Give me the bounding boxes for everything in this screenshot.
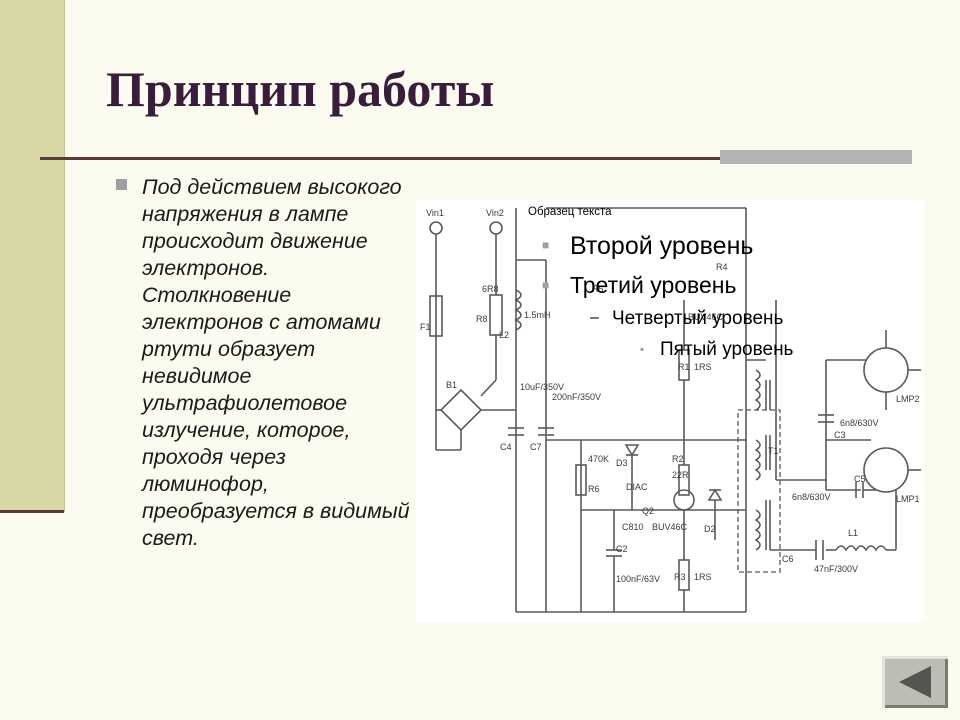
label-c810: C810	[622, 522, 644, 532]
left-decor-bar	[0, 0, 65, 512]
label-c4-val: 10uF/350V	[520, 382, 564, 392]
placeholder-level-2: ■ Второй уровень	[542, 232, 906, 261]
label-c3-val: 6n8/630V	[840, 418, 879, 428]
label-l1: L1	[848, 528, 858, 538]
back-navigation-button[interactable]	[882, 656, 948, 708]
circuit-diagram: Vin1 Vin2 F1 R8 6R8 L2 1.5mH B1 C4 10uF/…	[416, 200, 924, 622]
bullet-square-icon: ■	[542, 278, 550, 292]
placeholder-level-3: ■ Третий уровень	[542, 272, 906, 299]
label-b1: B1	[446, 380, 457, 390]
label-l2-val: 1.5mH	[524, 310, 551, 320]
label-c3: C3	[834, 430, 846, 440]
label-t1: T1	[768, 446, 779, 456]
placeholder-level-2-text: Второй уровень	[570, 232, 754, 260]
left-decor-line	[0, 510, 64, 513]
label-r2-val: 22R	[672, 470, 689, 480]
label-c2-val: 100nF/63V	[616, 574, 660, 584]
placeholder-level-1: Образец текста	[528, 206, 612, 218]
label-r6-val: 470K	[588, 454, 609, 464]
label-r3-val: 1RS	[694, 572, 712, 582]
bullet-dash-icon: –	[590, 309, 599, 326]
label-c7-val: 200nF/350V	[552, 392, 601, 402]
bullet-square-icon: ■	[542, 238, 550, 252]
title-underline-accent	[720, 150, 912, 164]
label-lmp1: LMP1	[896, 494, 920, 504]
label-vin1: Vin1	[426, 208, 444, 218]
bullet-text: Под действием высокого напряжения в ламп…	[142, 175, 410, 550]
title-underline	[40, 157, 912, 160]
back-arrow-icon	[899, 666, 931, 698]
label-c2: C2	[616, 544, 628, 554]
label-c7: C7	[530, 442, 542, 452]
circuit-schematic: Vin1 Vin2 F1 R8 6R8 L2 1.5mH B1 C4 10uF/…	[420, 207, 921, 613]
label-vin2: Vin2	[486, 208, 504, 218]
slide-title: Принцип работы	[106, 61, 495, 117]
bullet-marker	[116, 179, 127, 190]
label-r2: R2	[672, 454, 684, 464]
label-lmp2: LMP2	[896, 394, 920, 404]
label-r3: R3	[674, 572, 686, 582]
placeholder-level-5: ▪ Пятый уровень	[640, 339, 906, 361]
label-d2: D2	[704, 524, 716, 534]
label-q1-val: BUV46C	[688, 312, 724, 322]
placeholder-level-5-text: Пятый уровень	[660, 339, 794, 360]
label-c4: C4	[500, 442, 512, 452]
label-q2: Q2	[642, 506, 654, 516]
bullet-small-square-icon: ▪	[640, 342, 645, 356]
label-r1: R1	[678, 362, 690, 372]
label-r6: R6	[588, 484, 600, 494]
label-f1: F1	[420, 322, 431, 332]
label-r4: R4	[716, 262, 728, 272]
label-q2-val: BUV46C	[652, 522, 688, 532]
placeholder-level-4: – Четвертый уровень	[590, 308, 906, 330]
label-r5: R5	[592, 284, 604, 294]
label-r8-val: 6R8	[482, 284, 499, 294]
placeholder-level-3-text: Третий уровень	[570, 272, 737, 298]
master-text-placeholder: Образец текста ■ Второй уровень ■ Третий…	[526, 206, 906, 361]
label-l2: L2	[499, 330, 509, 340]
label-diac: DIAC	[626, 482, 648, 492]
label-c5-val: 6n8/630V	[792, 492, 831, 502]
label-c6-val: 47nF/300V	[814, 564, 858, 574]
label-r1-val: 1RS	[694, 362, 712, 372]
label-r8: R8	[476, 314, 488, 324]
label-d3: D3	[616, 458, 628, 468]
bullet-list: Под действием высокого напряжения в ламп…	[116, 174, 416, 552]
label-c6: C6	[782, 554, 794, 564]
transformer-box	[737, 409, 781, 573]
placeholder-level-4-text: Четвертый уровень	[612, 308, 784, 329]
label-c5: C5	[854, 474, 866, 484]
